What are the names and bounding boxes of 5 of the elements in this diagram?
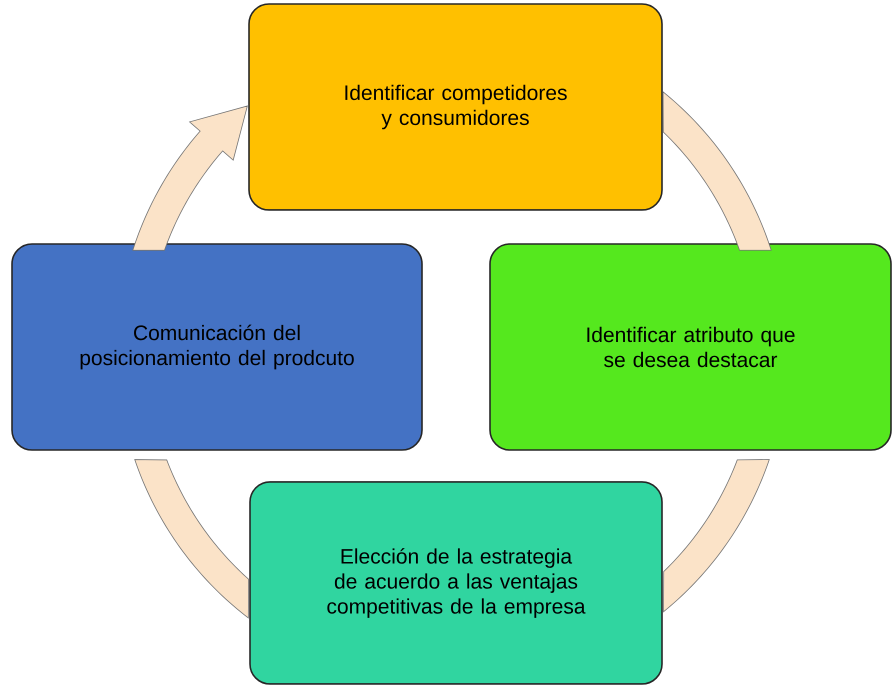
process-box: Identificar atributo que se desea destacar (489, 243, 892, 451)
arrow (663, 459, 770, 613)
process-box: Identificar competidores y consumidores (248, 3, 663, 211)
process-box: Comunicación del posicionamiento del prodcuto (11, 243, 423, 451)
process-box: Elección de la estrategia de acuerdo a las ventajas competitivas de la empresa (249, 481, 663, 685)
